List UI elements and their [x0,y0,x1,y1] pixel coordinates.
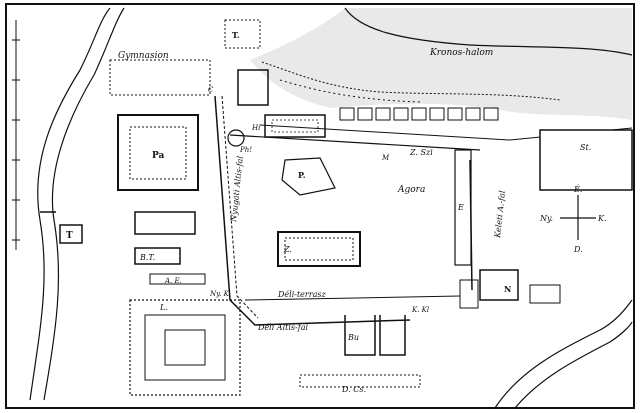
label-gymnasion: Gymnasion [118,51,169,61]
scale-bar [12,20,20,250]
building-t-left [59,224,83,244]
building-ae [149,273,206,285]
south-stoa [299,374,421,388]
label-t-left: T [66,231,73,241]
label-hi: Hi [251,124,260,132]
label-deli-terrasz: Déli-terrasz [277,290,326,299]
gymnasion-building [109,59,211,96]
label-st: St. [580,143,591,152]
compass-east: K. [597,214,607,223]
label-l: L. [159,303,168,312]
label-bt: B.T. [139,253,155,262]
bouleuterion [344,315,406,356]
treasuries [339,107,499,121]
palaestra [117,114,199,191]
compass-rose [560,195,596,240]
kronos-hill [250,7,633,120]
building-bt [134,247,181,265]
building-n [479,269,519,301]
leonidaion [129,299,241,396]
pelopion [281,157,336,196]
echo-stoa [454,149,472,266]
building-east-right [529,284,561,304]
building-t-top [224,19,261,49]
label-n: N [504,284,511,294]
label-agora: Agora [397,185,425,195]
label-z-temple: Z. [283,245,292,254]
compass-west: Ny. [539,214,553,223]
label-d-cs: D. Cs. [341,385,366,394]
heraion [264,114,326,138]
heroon [134,211,196,235]
label-e: E [457,203,464,212]
river-kladeos [29,7,125,401]
label-ph: Ph! [239,146,252,154]
label-p: P. [298,170,306,180]
compass-south: D. [573,245,583,254]
label-bu: Bu [347,333,359,342]
label-pa: Pa [152,151,165,161]
label-ny-k: Ny. K. [209,290,231,298]
label-ae: A. E. [164,277,182,285]
stadium [539,129,633,191]
river-alpheios [494,299,633,409]
label-k-k: K. Kl [411,306,429,314]
building-east-small [459,279,479,309]
label-m: M [381,154,390,162]
prytaneion [237,69,269,106]
philippeion [227,129,245,147]
temple-of-zeus [277,231,361,267]
compass-north: É. [573,185,582,194]
label-c: C [208,86,214,94]
label-kronos-halom: Kronos-halom [429,48,493,58]
label-t-top: T. [232,30,240,40]
label-deli-altis-fal: Déli Altis-fal [257,323,308,332]
label-z-szi: Z. Szi [409,148,433,157]
